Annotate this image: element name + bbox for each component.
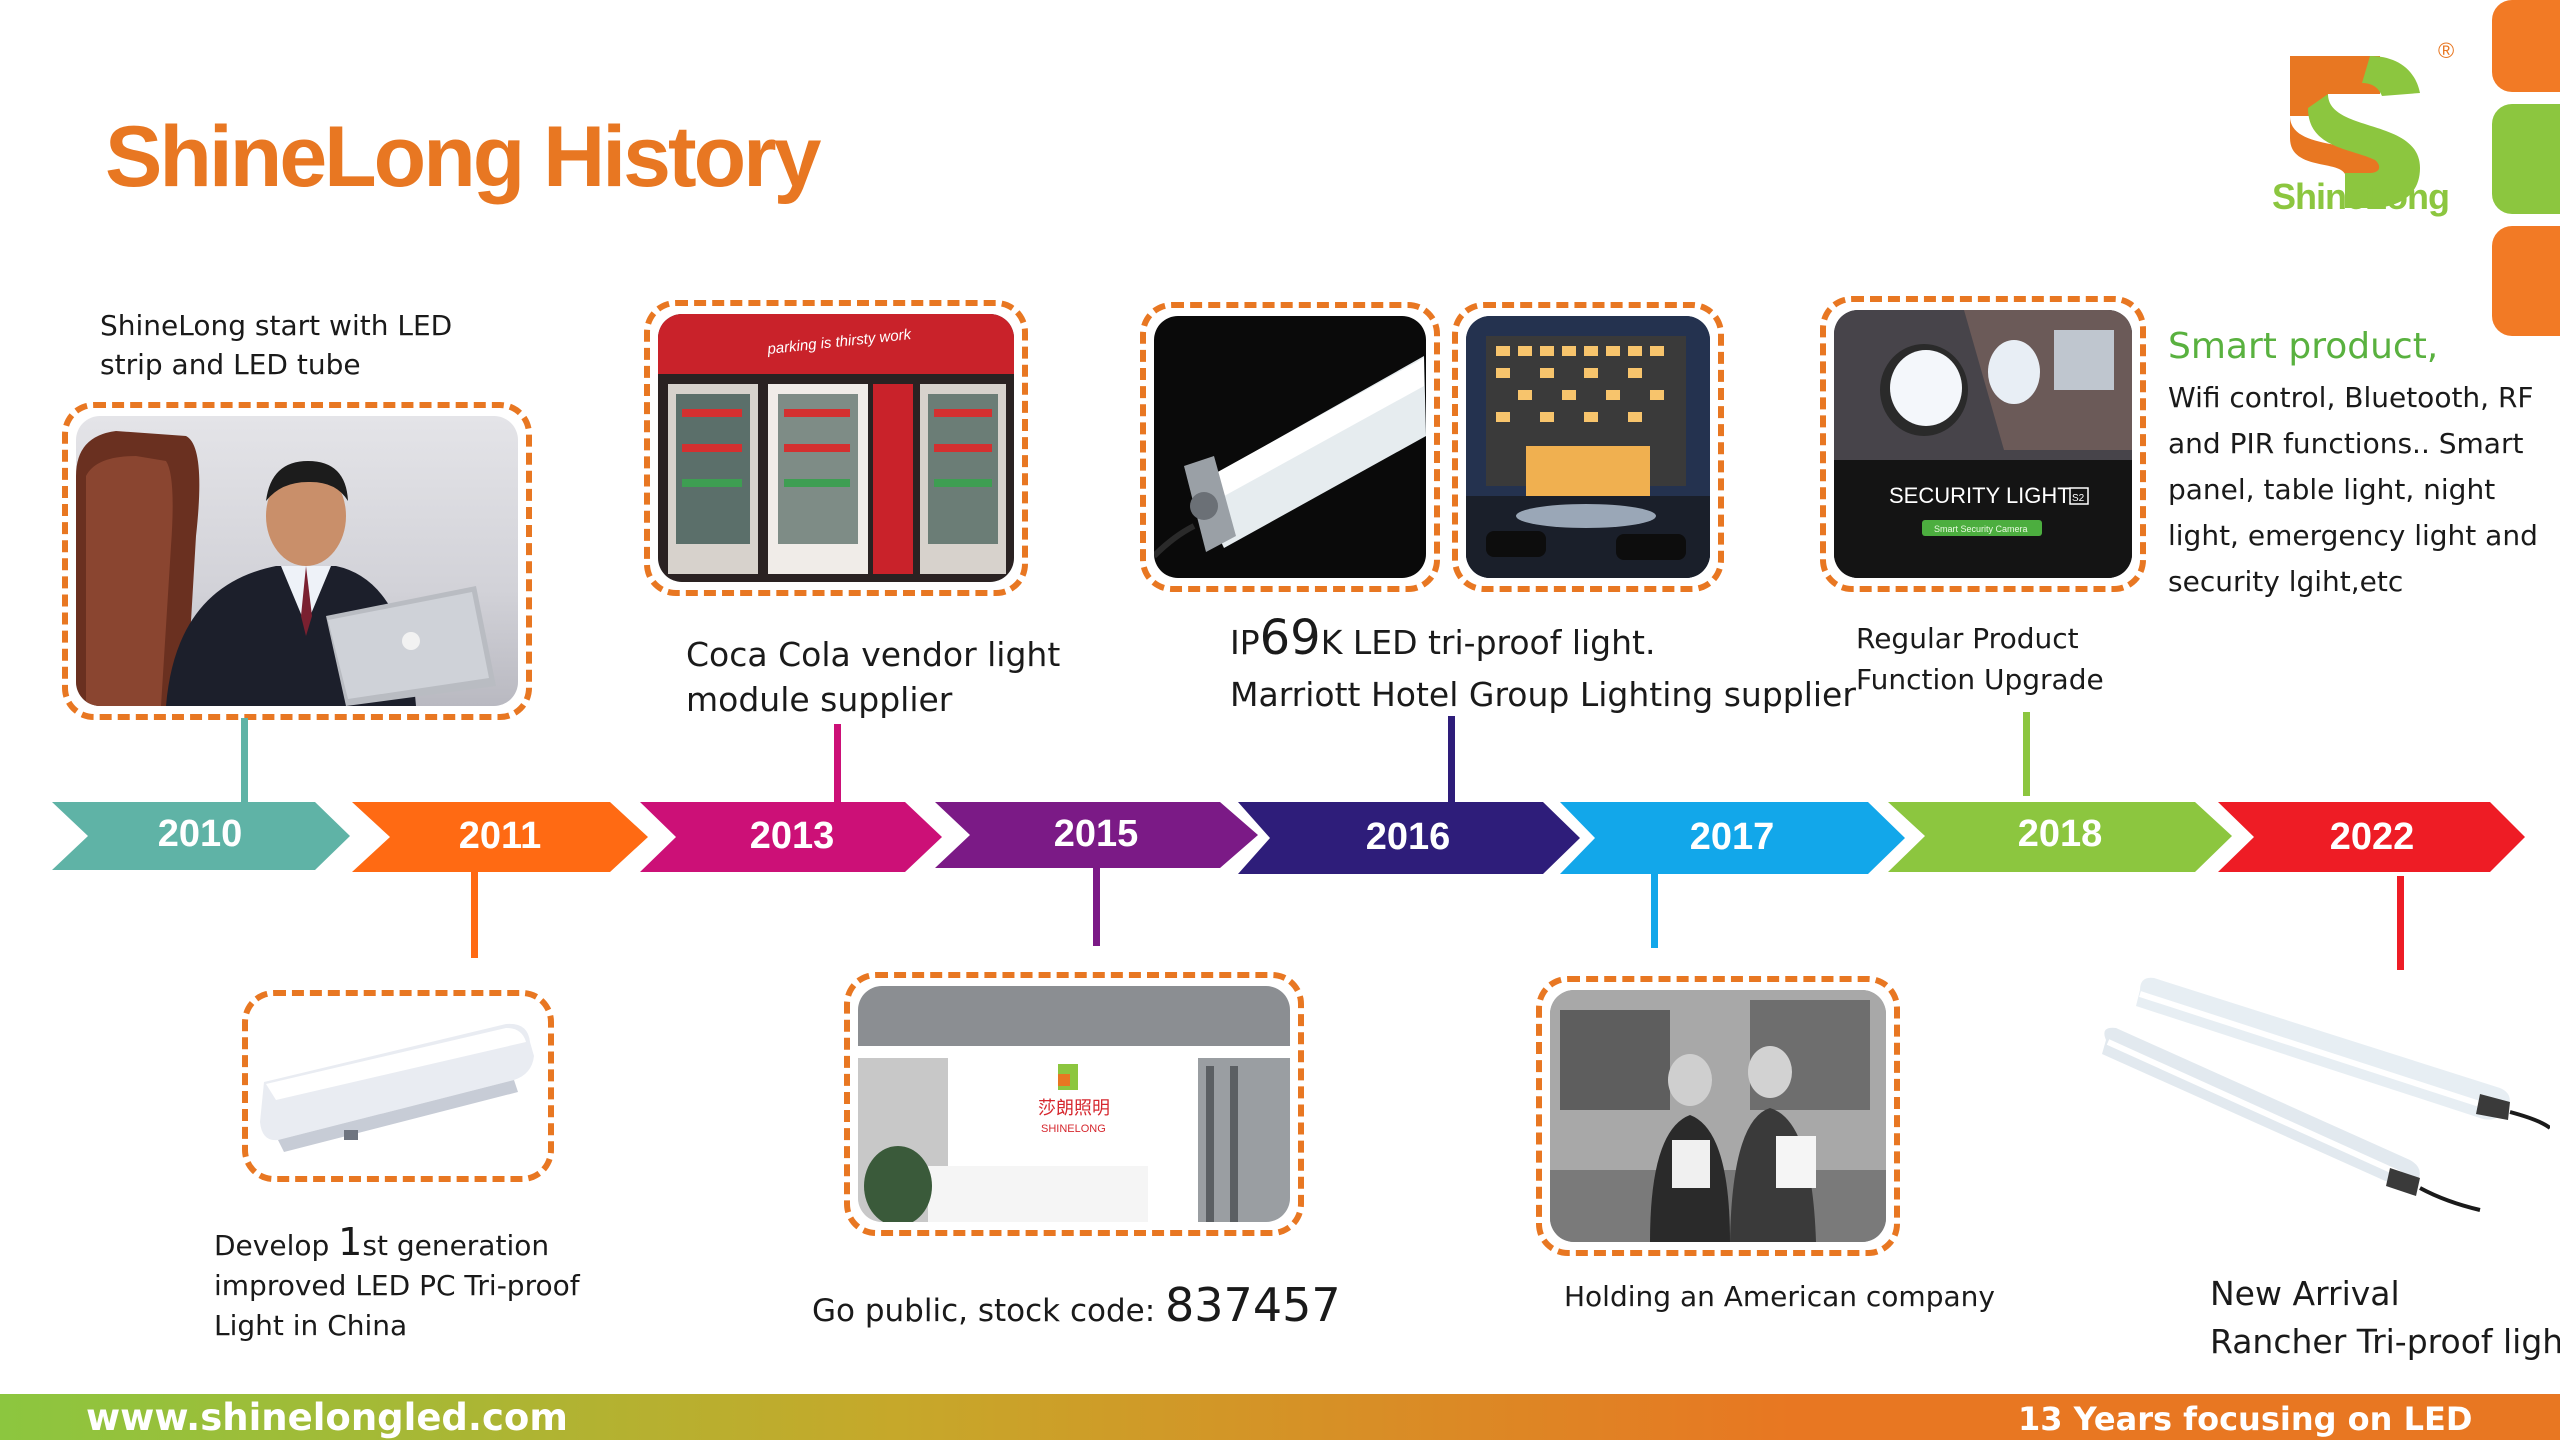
caption-2010-line1: ShineLong start with LED	[100, 309, 453, 342]
edge-tab-green	[2492, 104, 2560, 214]
caption-2015: Go public, stock code: 837457	[812, 1280, 1341, 1336]
stem-2017	[1651, 868, 1658, 948]
year-2011: 2011	[458, 815, 542, 857]
year-2022: 2022	[2329, 816, 2415, 858]
stem-2015	[1093, 866, 1100, 946]
caption-2013-line1: Coca Cola vendor light	[686, 635, 1061, 674]
stem-2013	[834, 724, 841, 806]
caption-2018-line2: Function Upgrade	[1856, 663, 2104, 696]
caption-2018: Regular Product Function Upgrade	[1856, 618, 2104, 700]
timeline-bar: 2010 2011 2013 2015 2016 2017 2018 2022	[0, 800, 2560, 874]
caption-2011-line1: Develop 1st generation	[214, 1220, 550, 1264]
year-2016: 2016	[1365, 816, 1451, 858]
timeline-arrow-2013	[640, 802, 942, 872]
caption-2013: Coca Cola vendor light module supplier	[686, 632, 1060, 722]
stem-2016	[1448, 716, 1455, 806]
page-title: ShineLong History	[105, 109, 821, 205]
photo-2016-hotel	[1452, 302, 1724, 592]
smart-product-heading: Smart product,	[2168, 326, 2439, 367]
footer-tagline: 13 Years focusing on LED	[2018, 1400, 2473, 1438]
caption-2018-line1: Regular Product	[1856, 622, 2079, 655]
stem-2010	[241, 718, 248, 810]
office-sign-en: SHINELONG	[1041, 1123, 1106, 1135]
smart-product-desc: Wifi control, Bluetooth, RF and PIR func…	[2168, 375, 2538, 605]
footer-website[interactable]: www.shinelongled.com	[86, 1396, 568, 1439]
photo-2018-security: SECURITY LIGHT S2 Smart Security Camera	[1820, 296, 2146, 592]
logo-name: ShineLong	[2272, 176, 2450, 217]
caption-2011-line3: Light in China	[214, 1309, 408, 1342]
stem-2018	[2023, 712, 2030, 796]
security-light-badge: S2	[2072, 493, 2085, 504]
caption-2011: Develop 1st generation improved LED PC T…	[214, 1222, 580, 1346]
caption-2017-line1: Holding an American company	[1564, 1280, 1995, 1313]
smart-product-line: light, emergency light and	[2168, 519, 2538, 552]
timeline-arrow-2015	[935, 802, 1258, 868]
photo-2016-tube	[1140, 302, 1440, 592]
caption-2022: New Arrival Rancher Tri-proof light	[2210, 1270, 2560, 1366]
smart-product-line: panel, table light, night	[2168, 473, 2496, 506]
timeline-arrow-2016	[1238, 802, 1580, 874]
security-light-sub: Smart Security Camera	[1934, 524, 2028, 534]
photo-2015-office: 莎朗照明 SHINELONG	[844, 972, 1304, 1236]
shinelong-logo: ® ShineLong	[2270, 38, 2480, 228]
stock-code: 837457	[1165, 1278, 1341, 1332]
caption-2022-line1: New Arrival	[2210, 1274, 2400, 1313]
footer-bar: www.shinelongled.com 13 Years focusing o…	[0, 1394, 2560, 1440]
stem-2011	[471, 868, 478, 958]
security-light-label: SECURITY LIGHT	[1889, 483, 2071, 508]
caption-2011-line2: improved LED PC Tri-proof	[214, 1269, 580, 1302]
year-2017: 2017	[1689, 816, 1775, 858]
edge-tab-orange-top	[2492, 0, 2560, 92]
year-2018: 2018	[2017, 813, 2103, 855]
photo-2010-founder	[62, 402, 532, 720]
caption-2016: IP69K LED tri-proof light. Marriott Hote…	[1230, 612, 1856, 721]
edge-tab-orange-bottom	[2492, 226, 2560, 336]
caption-2016-line1: IP69K LED tri-proof light.	[1230, 610, 1656, 666]
smart-product-line: Wifi control, Bluetooth, RF	[2168, 381, 2534, 414]
year-2013: 2013	[749, 815, 835, 857]
caption-2013-line2: module supplier	[686, 680, 953, 719]
year-2010: 2010	[157, 813, 243, 855]
smart-product-block: Smart product, Wifi control, Bluetooth, …	[2168, 326, 2538, 605]
year-2015: 2015	[1053, 813, 1139, 855]
photo-2022-rancher	[2080, 970, 2552, 1220]
photo-2017-handshake	[1536, 976, 1900, 1256]
smart-product-line: and PIR functions.. Smart	[2168, 427, 2524, 460]
photo-2011-triproof	[242, 990, 554, 1182]
caption-2017: Holding an American company	[1564, 1280, 1995, 1313]
caption-2016-line2: Marriott Hotel Group Lighting supplier	[1230, 675, 1856, 714]
timeline-arrow-2010	[52, 802, 350, 870]
caption-2010: ShineLong start with LED strip and LED t…	[100, 306, 452, 384]
logo-mark-icon	[2290, 56, 2420, 208]
caption-2015-text: Go public, stock code:	[812, 1293, 1166, 1329]
timeline-arrow-2011	[352, 802, 648, 872]
office-sign-cn: 莎朗照明	[1038, 1098, 1110, 1119]
photo-2013-vending: parking is thirsty work	[644, 300, 1028, 596]
timeline-arrow-2018	[1888, 802, 2232, 872]
stem-2022	[2397, 876, 2404, 970]
caption-2010-line2: strip and LED tube	[100, 348, 361, 381]
caption-2022-line2: Rancher Tri-proof light	[2210, 1322, 2560, 1361]
registered-mark: ®	[2438, 38, 2455, 63]
timeline-arrow-2017	[1560, 802, 1905, 874]
timeline-arrow-2022	[2218, 802, 2525, 872]
smart-product-line: security lgiht,etc	[2168, 565, 2404, 598]
